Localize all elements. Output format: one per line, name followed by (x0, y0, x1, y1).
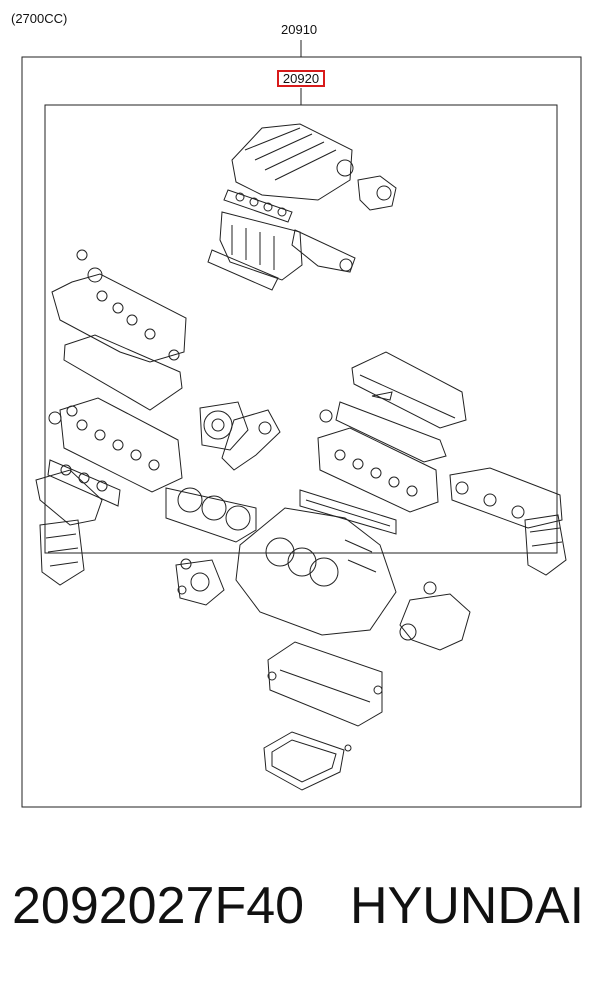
right-head-gasket-drawing (299, 489, 397, 535)
intake-manifold-drawing (231, 123, 397, 211)
intake-gasket-drawing (207, 189, 356, 291)
left-head-gasket-drawing (165, 487, 257, 543)
right-cylinder-head-drawing (317, 427, 439, 513)
upper-oil-pan-drawing (267, 641, 383, 727)
water-outlet-drawing (399, 581, 471, 651)
brand-label: HYUNDAI (350, 877, 585, 935)
left-exhaust-manifold-drawing (35, 469, 103, 586)
callout-outer-kit-number: 20910 (281, 22, 318, 37)
inner-kit-frame (44, 104, 558, 554)
lower-oil-pan-drawing (263, 731, 352, 791)
outer-kit-frame (21, 56, 582, 808)
engine-displacement-note: (2700CC) (11, 11, 68, 26)
left-valve-cover-drawing (51, 249, 187, 411)
water-pump-drawing (199, 401, 281, 471)
left-cylinder-head-drawing (47, 397, 183, 507)
oil-pump-drawing (175, 558, 225, 606)
callout-inner-kit-number[interactable]: 20920 (277, 70, 325, 87)
engine-block-drawing (235, 507, 397, 636)
part-number-label: 2092027F40 (12, 877, 305, 935)
right-valve-cover-drawing (319, 351, 467, 463)
right-exhaust-manifold-drawing (449, 467, 567, 576)
